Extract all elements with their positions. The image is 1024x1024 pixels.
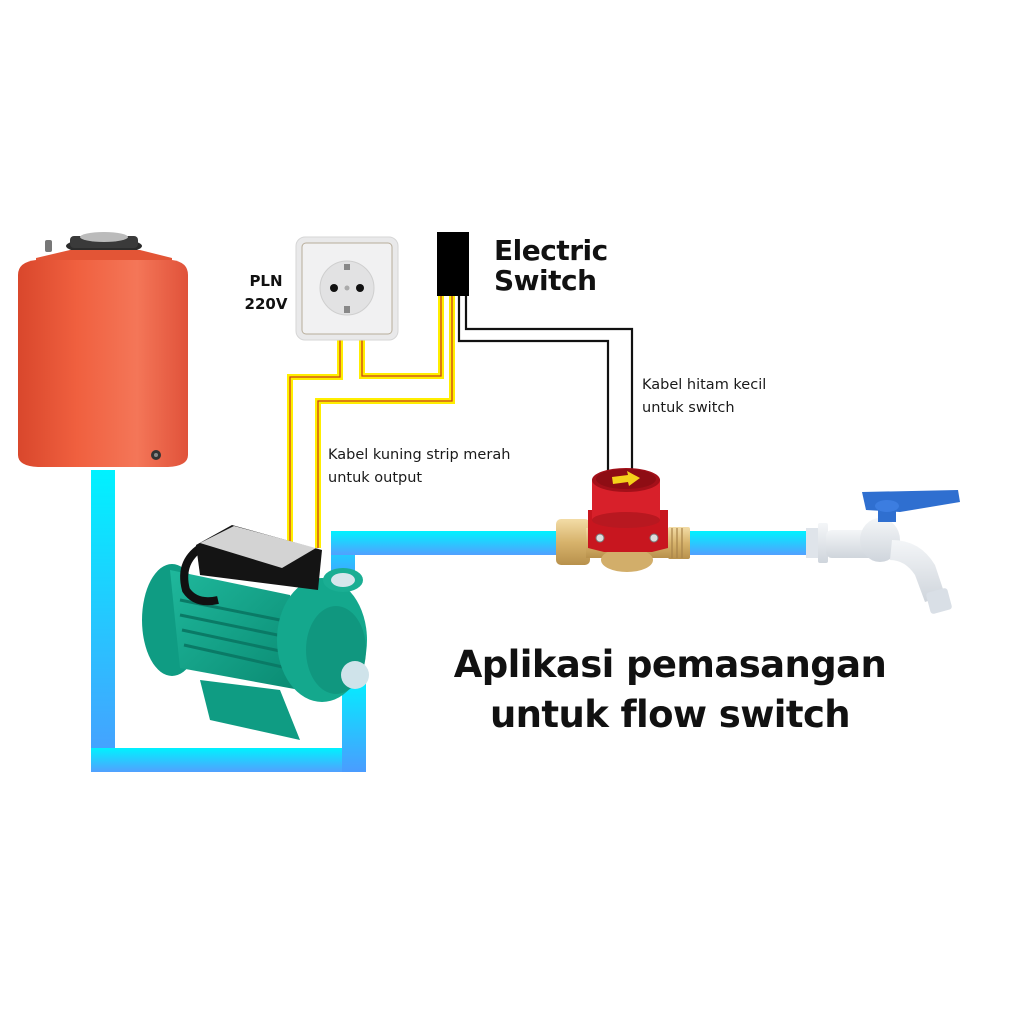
- wall-socket: [295, 236, 399, 341]
- title-line2: untuk flow switch: [489, 693, 851, 736]
- flow-switch: [556, 468, 690, 572]
- yellow-cable-note: Kabel kuning strip merah untuk output: [328, 444, 510, 490]
- yellow-cable-note-line2: untuk output: [328, 470, 423, 486]
- diagram-title: Aplikasi pemasangan untuk flow switch: [420, 640, 920, 740]
- pump-cable: [180, 541, 219, 606]
- power-source-line2: 220V: [244, 295, 288, 313]
- black-cable-note-line2: untuk switch: [642, 400, 735, 416]
- power-source-line1: PLN: [249, 272, 283, 290]
- electric-switch-label: Electric Switch: [494, 236, 608, 296]
- socket-hole-right: [356, 284, 364, 292]
- electric-switch-line2: Switch: [494, 264, 597, 297]
- water-pump: [142, 525, 369, 740]
- black-wires: [457, 296, 634, 478]
- water-tank: [18, 232, 188, 467]
- yellow-wires: [287, 296, 455, 548]
- pipe-bottom: [91, 748, 366, 772]
- electric-switch-box: [437, 232, 469, 296]
- title-line1: Aplikasi pemasangan: [453, 643, 887, 686]
- pipe-to-tap: [688, 531, 808, 555]
- electric-switch-line1: Electric: [494, 234, 608, 267]
- yellow-cable-note-line1: Kabel kuning strip merah: [328, 447, 511, 463]
- water-tap: [806, 490, 960, 614]
- black-cable-note-line1: Kabel hitam kecil: [642, 377, 767, 393]
- water-pipes: [91, 470, 808, 772]
- black-cable-note: Kabel hitam kecil untuk switch: [642, 374, 766, 420]
- pipe-to-flow-switch: [331, 531, 571, 555]
- flow-direction-arrow-icon: [612, 471, 640, 486]
- power-source-label: PLN 220V: [238, 270, 294, 316]
- pipe-tank-down: [91, 470, 115, 772]
- socket-hole-left: [330, 284, 338, 292]
- tank-vent-icon: [45, 240, 52, 252]
